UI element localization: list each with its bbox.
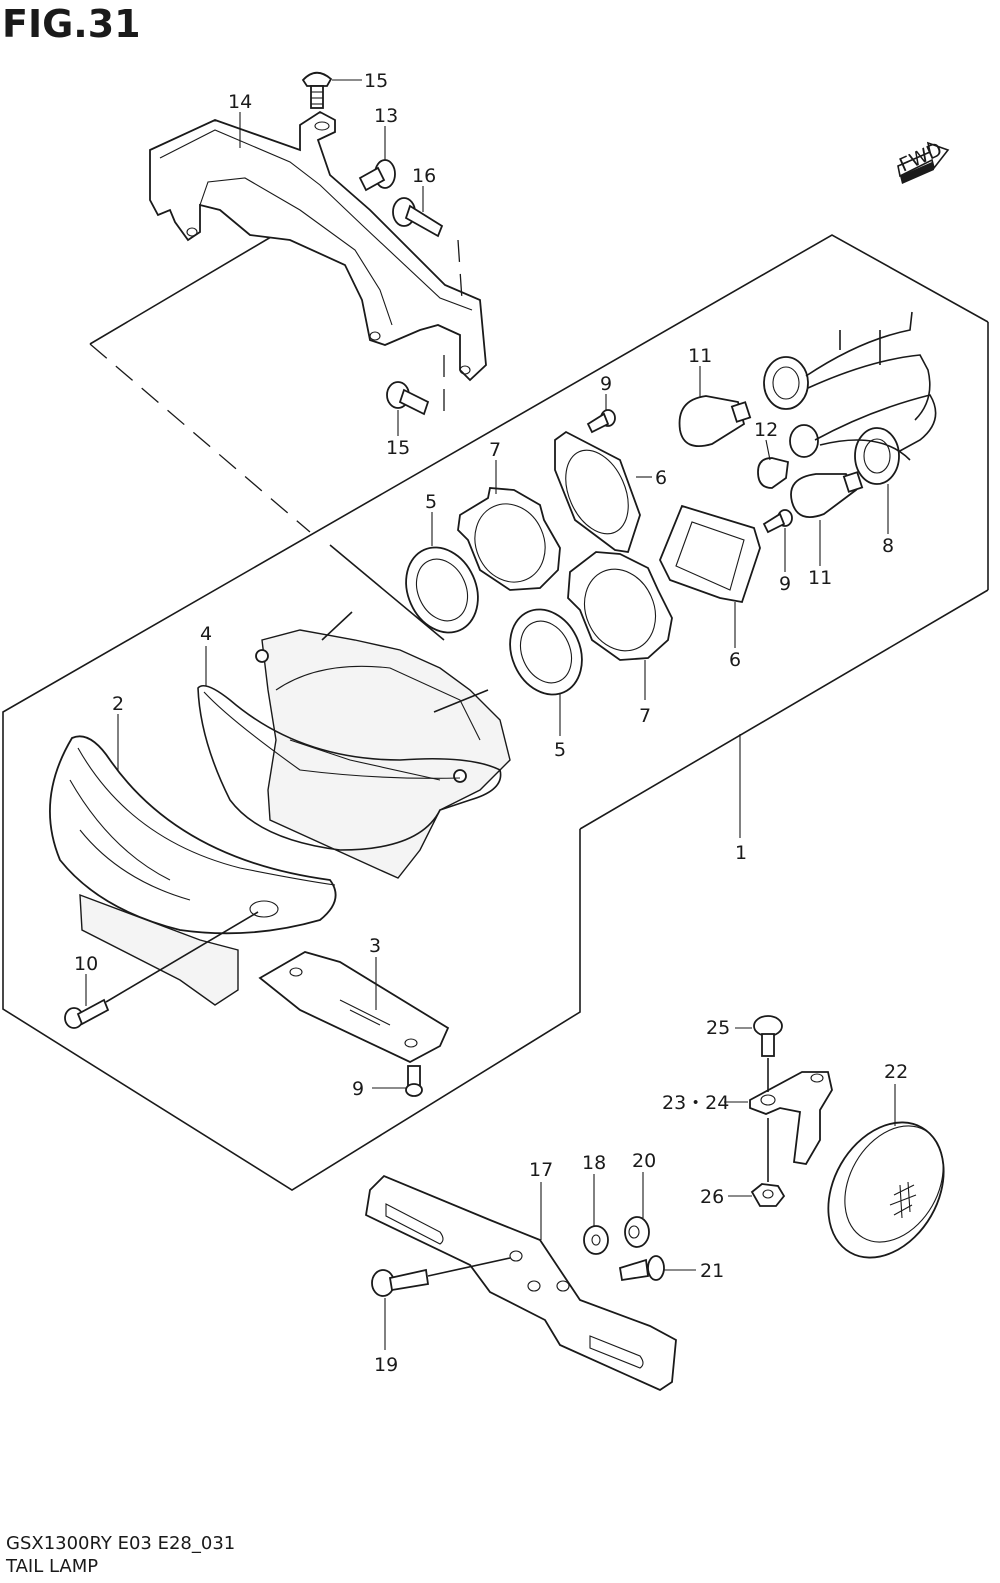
callout-11-upper: 11 bbox=[688, 345, 712, 367]
figure-title: FIG.31 bbox=[2, 2, 141, 46]
bolt-part-16 bbox=[392, 197, 444, 238]
ring-part-5-upper bbox=[405, 546, 479, 634]
callout-26: 26 bbox=[700, 1186, 724, 1208]
section-name: TAIL LAMP bbox=[6, 1556, 99, 1577]
ring-part-7-upper bbox=[457, 487, 561, 591]
callout-9-lower: 9 bbox=[352, 1078, 364, 1100]
screw-part-9-lower bbox=[405, 1065, 423, 1097]
gasket-part-6-upper bbox=[554, 430, 641, 554]
callout-16: 16 bbox=[412, 165, 436, 187]
callout-7-upper: 7 bbox=[489, 439, 501, 461]
callout-11-lower: 11 bbox=[808, 567, 832, 589]
nut-part-20 bbox=[624, 1216, 650, 1248]
gasket-part-4 bbox=[197, 684, 502, 851]
assembly-outline bbox=[2, 233, 989, 1191]
callout-23-24: 23・24 bbox=[662, 1092, 729, 1114]
screw-part-15-lower bbox=[386, 381, 430, 416]
ring-part-5-lower bbox=[509, 608, 583, 696]
callout-17: 17 bbox=[529, 1159, 553, 1181]
nut-part-26 bbox=[750, 1183, 786, 1207]
callout-1: 1 bbox=[735, 842, 747, 864]
housing-part bbox=[255, 611, 511, 879]
reflector-part-22 bbox=[827, 1121, 945, 1259]
callout-6-lower: 6 bbox=[729, 649, 741, 671]
callout-10: 10 bbox=[74, 953, 98, 975]
washer-part-18 bbox=[583, 1225, 609, 1255]
callout-9-upper: 9 bbox=[600, 373, 612, 395]
callout-5-lower: 5 bbox=[554, 739, 566, 761]
callout-15-lower: 15 bbox=[386, 437, 410, 459]
bolt-part-21 bbox=[618, 1255, 665, 1282]
callout-18: 18 bbox=[582, 1152, 606, 1174]
cover-part-3 bbox=[258, 951, 450, 1064]
callout-20: 20 bbox=[632, 1150, 656, 1172]
callout-2: 2 bbox=[112, 693, 124, 715]
bracket-part-14 bbox=[149, 110, 487, 382]
socket-harness-part-8 bbox=[763, 311, 937, 485]
callout-22: 22 bbox=[884, 1061, 908, 1083]
callout-14: 14 bbox=[228, 91, 252, 113]
screw-part-15-top bbox=[301, 71, 333, 109]
callout-13: 13 bbox=[374, 105, 398, 127]
callout-25: 25 bbox=[706, 1017, 730, 1039]
fwd-arrow-icon: FWD bbox=[896, 138, 950, 184]
bulb-part-11-lower bbox=[790, 471, 864, 518]
screw-part-25 bbox=[753, 1015, 783, 1057]
model-code: GSX1300RY E03 E28_031 bbox=[6, 1533, 236, 1554]
callout-12: 12 bbox=[754, 419, 778, 441]
callout-7-lower: 7 bbox=[639, 705, 651, 727]
callout-4: 4 bbox=[200, 623, 212, 645]
callout-15-top: 15 bbox=[364, 70, 388, 92]
screw-part-10 bbox=[64, 998, 110, 1029]
callout-21: 21 bbox=[700, 1260, 724, 1282]
callout-3: 3 bbox=[369, 935, 381, 957]
screw-part-9-mid bbox=[762, 509, 793, 534]
bolt-part-13 bbox=[358, 159, 396, 192]
leader-lines bbox=[85, 79, 896, 1350]
reflector-bracket-part-23-24 bbox=[749, 1071, 833, 1165]
ring-part-7-lower bbox=[567, 551, 673, 661]
screw-part-9-upper bbox=[586, 409, 616, 434]
callout-19: 19 bbox=[374, 1354, 398, 1376]
plate-bracket-part-17 bbox=[365, 1174, 677, 1392]
gasket-part-6-lower bbox=[659, 504, 761, 604]
screw-part-19 bbox=[371, 1268, 430, 1297]
callout-6-upper: 6 bbox=[655, 467, 667, 489]
bulb-part-12 bbox=[757, 457, 789, 489]
callout-9-mid: 9 bbox=[779, 573, 791, 595]
callout-labels: 15 14 13 16 15 11 9 12 7 6 5 9 11 8 4 6 … bbox=[74, 70, 908, 1376]
callout-8: 8 bbox=[882, 535, 894, 557]
callout-5-upper: 5 bbox=[425, 491, 437, 513]
bulb-part-11-upper bbox=[678, 395, 752, 448]
